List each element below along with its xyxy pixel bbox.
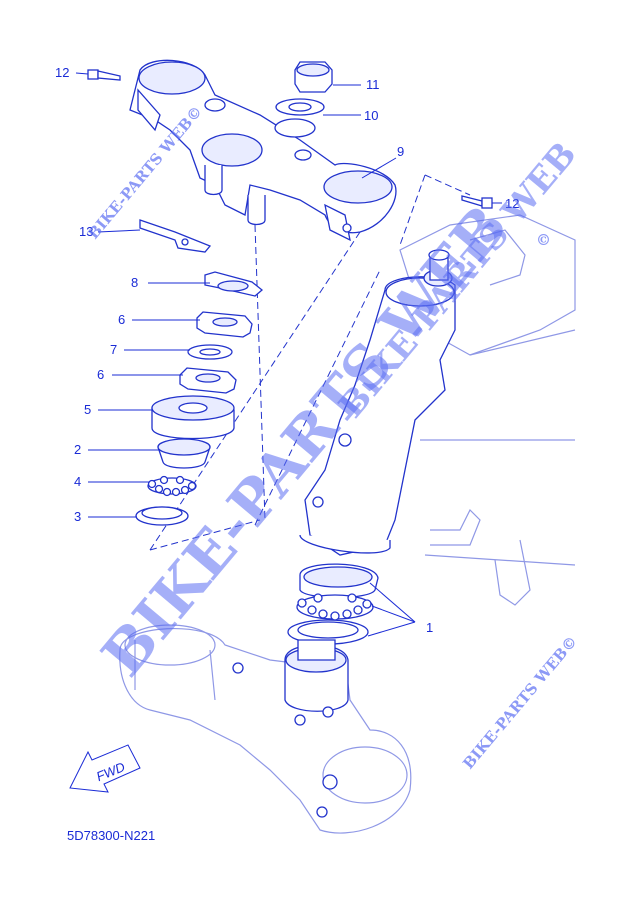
upper-bracket: [129, 59, 397, 242]
part-3-seal: [135, 506, 189, 526]
callout-7: 7: [110, 342, 117, 357]
diagram-code: 5D78300-N221: [67, 828, 155, 843]
part-12-bolt-left: [87, 69, 121, 81]
callout-4: 4: [74, 474, 81, 489]
callout-9: 9: [397, 144, 404, 159]
part-2-bearing-race: [157, 438, 211, 469]
leader-lines: [75, 72, 502, 637]
part-11-nut: [294, 61, 333, 93]
callout-5: 5: [84, 402, 91, 417]
callout-6-upper: 6: [118, 312, 125, 327]
watermark-small-bottom: BIKE-PARTS WEB©: [459, 632, 581, 772]
callout-8: 8: [131, 275, 138, 290]
callout-11: 11: [366, 77, 380, 92]
callout-1: 1: [426, 620, 433, 635]
part-7-washer: [187, 344, 233, 360]
part-6-ring-nut-upper: [196, 311, 253, 338]
part-5-cover: [151, 395, 235, 440]
part-8-lock-washer: [204, 271, 264, 297]
callout-12-left: 12: [55, 65, 69, 80]
lower-bracket-under: [119, 624, 412, 834]
part-1-bearing-set: [287, 563, 379, 645]
part-12-bolt-right: [461, 195, 493, 209]
part-6-ring-nut-lower: [179, 367, 237, 394]
callout-13: 13: [79, 224, 93, 239]
frame-steering-head: [299, 214, 576, 606]
callout-labels: 12 11 10 9 12 13 8 6 7 6 5 2 4 3 1: [55, 65, 519, 635]
fwd-arrow: FWD: [69, 744, 141, 793]
watermark-copyright: ©: [536, 231, 551, 249]
assembly-dashed-lines: [149, 174, 471, 551]
part-13-bracket: [139, 219, 212, 253]
part-10-washer: [275, 98, 325, 116]
callout-12-right: 12: [505, 196, 519, 211]
callout-6-lower: 6: [97, 367, 104, 382]
callout-10: 10: [364, 108, 378, 123]
part-4-ball-bearing: [147, 475, 197, 497]
callout-3: 3: [74, 509, 81, 524]
callout-2: 2: [74, 442, 81, 457]
